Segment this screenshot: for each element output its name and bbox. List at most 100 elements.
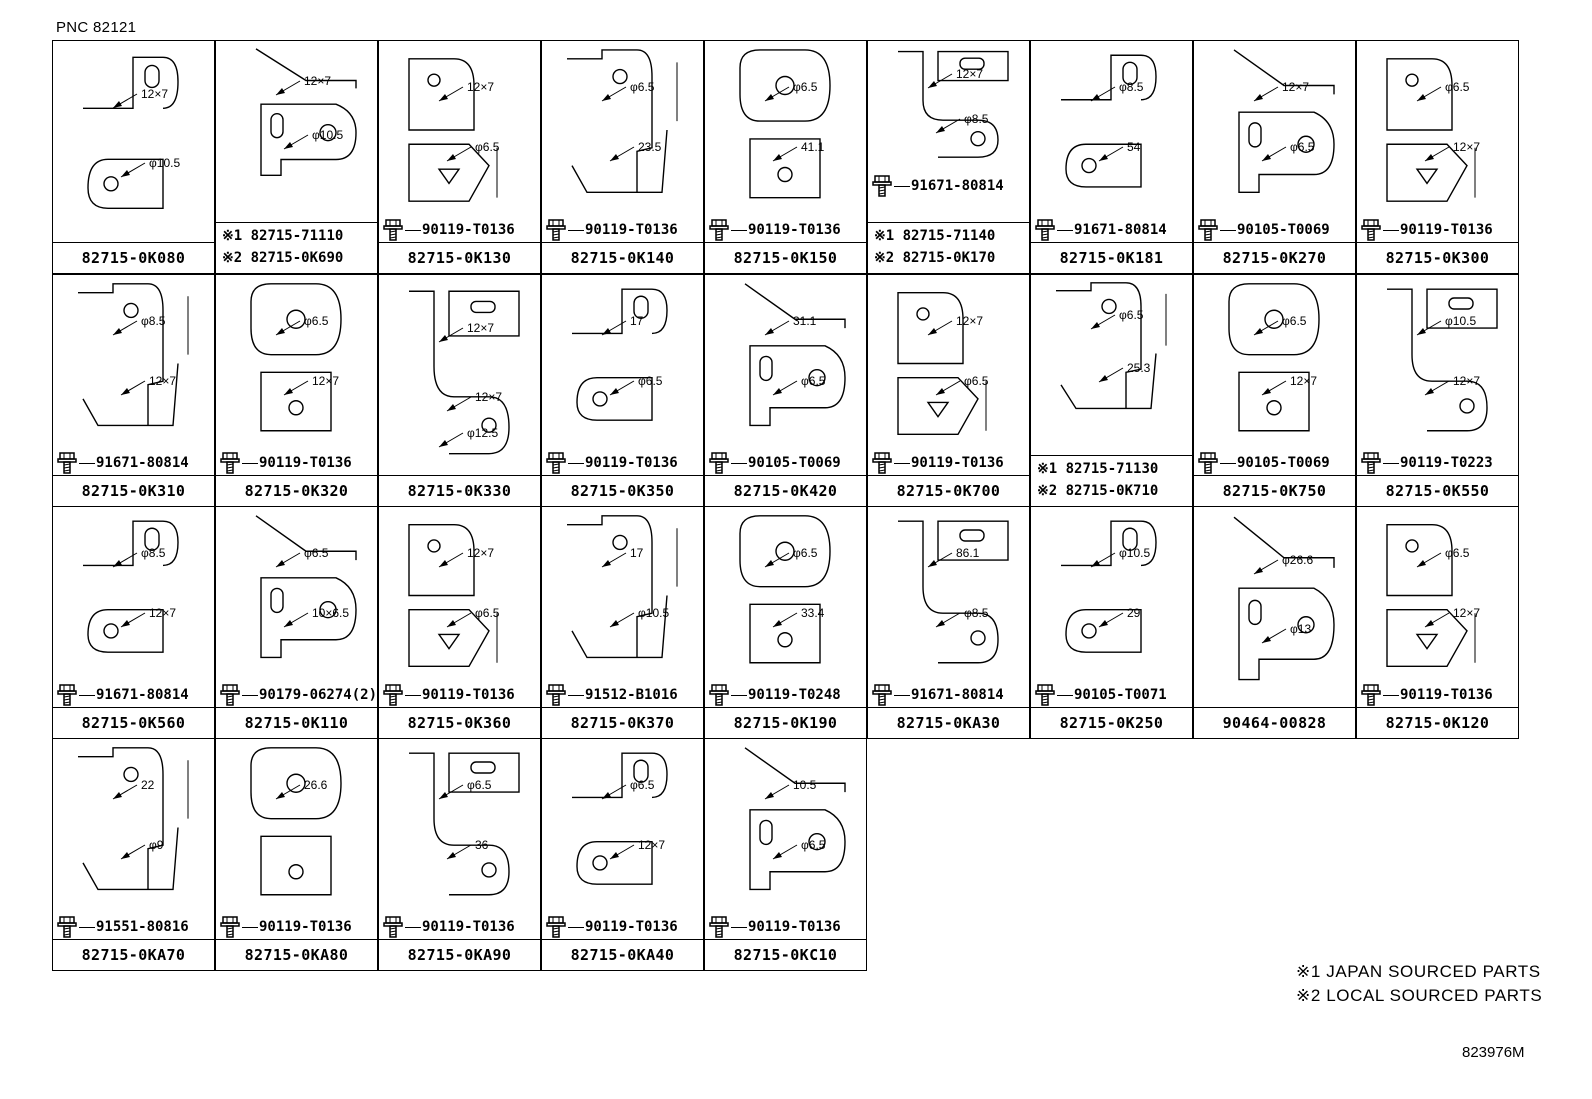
part-number[interactable]: 82715-0K190 <box>705 707 866 738</box>
part-number[interactable]: 82715-0K140 <box>542 242 703 273</box>
part-number[interactable]: 82715-0K181 <box>1031 242 1192 273</box>
part-number[interactable]: 82715-0K130 <box>379 242 540 273</box>
dimension-label: φ10.5 <box>312 128 343 142</box>
part-number[interactable]: 82715-0K150 <box>705 242 866 273</box>
part-number[interactable]: 82715-0K330 <box>379 475 540 506</box>
bolt-icon <box>383 219 403 241</box>
bolt-icon <box>57 452 77 474</box>
leader-line <box>405 926 421 928</box>
part-number[interactable]: 82715-0K120 <box>1357 707 1518 738</box>
part-number[interactable]: 82715-0KA80 <box>216 939 377 970</box>
fastener-part-number: 91551-80816 <box>96 919 189 935</box>
part-number[interactable]: 82715-0K560 <box>53 707 214 738</box>
part-number[interactable]: 82715-0K700 <box>868 475 1029 506</box>
part-number[interactable]: 82715-0KA40 <box>542 939 703 970</box>
dimension-label: 10×6.5 <box>312 606 349 620</box>
dimension-label: 12×7 <box>304 74 331 88</box>
notes-divider <box>1031 455 1192 456</box>
part-number[interactable]: 82715-0K320 <box>216 475 377 506</box>
dimension-label: φ8.5 <box>141 314 166 328</box>
part-number[interactable]: 82715-0K360 <box>379 707 540 738</box>
fastener-label: 91551-80816 <box>57 916 189 938</box>
bolt-icon <box>546 916 566 938</box>
fastener-part-number: 90119-T0223 <box>1400 455 1493 471</box>
legend-japan-sourced: ※1 JAPAN SOURCED PARTS <box>1296 962 1541 981</box>
part-number[interactable]: 82715-0K310 <box>53 475 214 506</box>
part-number[interactable]: 82715-0K270 <box>1194 242 1355 273</box>
part-number[interactable]: 82715-0K420 <box>705 475 866 506</box>
leader-line <box>1057 694 1073 696</box>
leader-line <box>568 926 584 928</box>
bolt-icon <box>546 684 566 706</box>
bolt-icon <box>709 219 729 241</box>
part-number[interactable]: 82715-0K350 <box>542 475 703 506</box>
part-number[interactable]: 82715-0K550 <box>1357 475 1518 506</box>
bolt-icon <box>383 684 403 706</box>
fastener-label: 91671-80814 <box>872 175 1004 197</box>
bolt-icon <box>709 452 729 474</box>
dimension-label: φ13 <box>1290 622 1311 636</box>
fastener-part-number: 90119-T0136 <box>585 455 678 471</box>
leader-line <box>894 462 910 464</box>
leader-line <box>1383 462 1399 464</box>
leader-line <box>731 462 747 464</box>
part-number[interactable]: 82715-0KA70 <box>53 939 214 970</box>
part-number[interactable]: 82715-0K080 <box>53 242 214 273</box>
fastener-label: 90119-T0223 <box>1361 452 1493 474</box>
fastener-part-number: 90119-T0136 <box>422 919 515 935</box>
leader-line <box>1057 229 1073 231</box>
part-number[interactable]: 82715-0KA90 <box>379 939 540 970</box>
dimension-label: 12×7 <box>1453 140 1480 154</box>
dimension-label: φ6.5 <box>475 606 500 620</box>
dimension-label: 12×7 <box>312 374 339 388</box>
part-number[interactable]: 82715-0K110 <box>216 707 377 738</box>
fastener-label: 90119-T0136 <box>383 219 515 241</box>
part-number[interactable]: 82715-0KC10 <box>705 939 866 970</box>
part-number[interactable]: 82715-0K750 <box>1194 475 1355 506</box>
bolt-icon <box>220 452 240 474</box>
dimension-label: 22 <box>141 778 155 792</box>
fastener-label: 90105-T0069 <box>709 452 841 474</box>
bolt-icon <box>57 684 77 706</box>
fastener-label: 90119-T0136 <box>709 219 841 241</box>
fastener-label: 90119-T0136 <box>383 916 515 938</box>
part-number[interactable]: 90464-00828 <box>1194 707 1355 738</box>
dimension-label: φ8.5 <box>964 112 989 126</box>
leader-line <box>568 462 584 464</box>
part-number[interactable]: 82715-0KA30 <box>868 707 1029 738</box>
fastener-label: 90119-T0136 <box>709 916 841 938</box>
part-number[interactable]: 82715-0K300 <box>1357 242 1518 273</box>
leader-line <box>242 694 258 696</box>
dimension-label: φ6.5 <box>630 80 655 94</box>
part-number[interactable]: 82715-0K250 <box>1031 707 1192 738</box>
dimension-label: 12×7 <box>467 80 494 94</box>
leader-line <box>242 926 258 928</box>
part-number[interactable]: 82715-0K370 <box>542 707 703 738</box>
dimension-label: 12×7 <box>1453 374 1480 388</box>
bolt-icon <box>546 219 566 241</box>
